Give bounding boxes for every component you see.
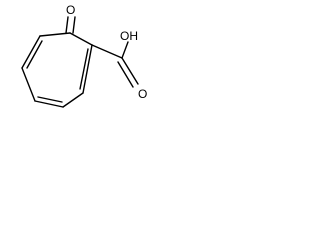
bond-c7-c1 [39, 32, 71, 37]
acid-double-bond-b [117, 61, 134, 88]
bond-c3-c4 [62, 92, 84, 108]
ketone-double-bond-b [72, 16, 76, 34]
carboxylic-acid-group: OH O [91, 29, 147, 101]
bond-c6-c7 [21, 35, 41, 69]
bond-c1-c2 [69, 32, 93, 46]
ketone-double-bond-a [65, 16, 69, 34]
bond-c4-c5-inner [37, 96, 63, 103]
acid-carbon-bond [91, 44, 123, 59]
structure-diagram: O OH O [21, 3, 147, 108]
ketone-group: O [65, 3, 76, 34]
bond-c6-c7-inner [26, 40, 43, 69]
ring [21, 32, 93, 108]
acid-double-bond-a [121, 57, 139, 85]
bond-c4-c5 [34, 100, 64, 108]
bond-c5-c6 [21, 67, 36, 102]
ketone-oxygen-label: O [66, 3, 75, 17]
bond-c2-c3-inner [79, 48, 89, 90]
hydroxyl-label: OH [120, 29, 138, 43]
carbonyl-oxygen-label: O [138, 87, 147, 101]
acid-hydroxyl-bond [121, 41, 129, 59]
bond-c2-c3 [82, 44, 93, 94]
